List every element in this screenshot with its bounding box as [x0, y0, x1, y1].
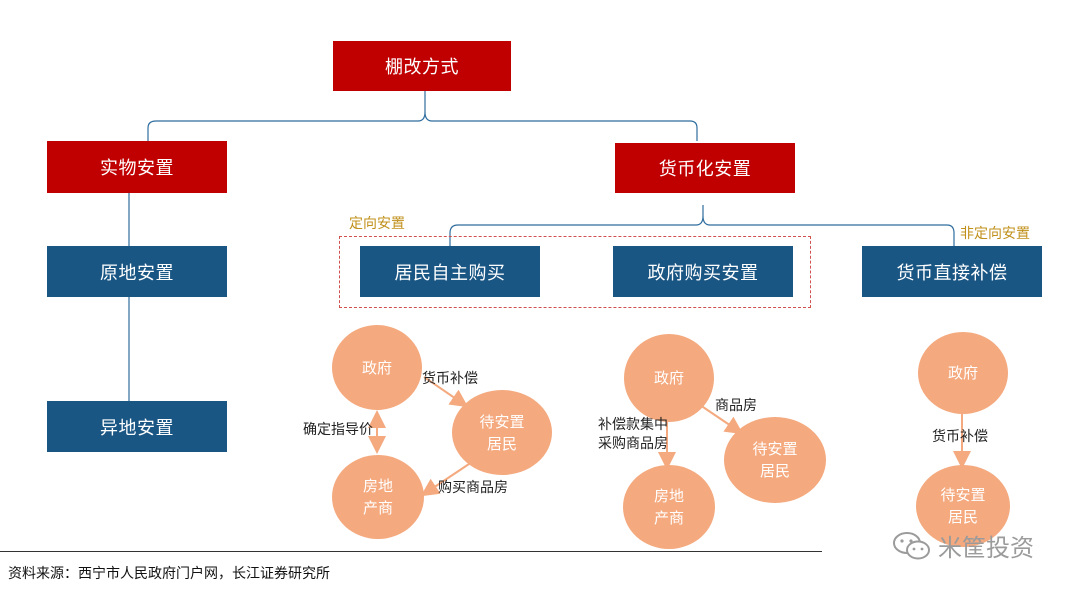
flow1-price-label: 确定指导价 — [303, 422, 373, 438]
footer-rule — [0, 551, 822, 552]
direct-compensation-node: 货币直接补偿 — [862, 246, 1042, 297]
physical-resettlement-node: 实物安置 — [47, 141, 227, 193]
flow2-funds-label: 补偿款集中 采购商品房 — [598, 417, 668, 452]
monetary-resettlement-node: 货币化安置 — [615, 143, 795, 193]
flow2-government-circle: 政府 — [624, 334, 714, 422]
flow1-government-circle: 政府 — [332, 325, 422, 410]
flow1-residents-circle: 待安置 居民 — [452, 390, 552, 475]
self-purchase-node: 居民自主购买 — [360, 246, 540, 297]
flow1-compensation-label: 货币补偿 — [422, 371, 478, 387]
gov-purchase-node: 政府购买安置 — [613, 246, 793, 297]
wechat-icon — [893, 531, 930, 559]
watermark: 米筐投资 — [892, 528, 1034, 563]
watermark-text: 米筐投资 — [938, 534, 1034, 562]
flow3-residents-circle: 待安置 居民 — [916, 465, 1010, 547]
directed-label: 定向安置 — [349, 216, 405, 232]
flow1-developer-circle: 房地 产商 — [332, 455, 424, 539]
flow3-compensation-label: 货币补偿 — [932, 429, 988, 445]
in-situ-node: 原地安置 — [47, 246, 227, 297]
flow2-developer-circle: 房地 产商 — [623, 465, 715, 549]
flow2-housing-label: 商品房 — [715, 398, 757, 414]
root-node: 棚改方式 — [333, 41, 511, 91]
flow1-buy-label: 购买商品房 — [438, 480, 508, 496]
source-note: 资料来源：西宁市人民政府门户网，长江证券研究所 — [8, 566, 330, 582]
non-directed-label: 非定向安置 — [960, 226, 1030, 242]
directed-group-frame — [339, 236, 811, 308]
off-site-node: 异地安置 — [47, 401, 227, 452]
flow2-residents-circle: 待安置 居民 — [724, 417, 826, 503]
flow3-government-circle: 政府 — [918, 332, 1008, 414]
